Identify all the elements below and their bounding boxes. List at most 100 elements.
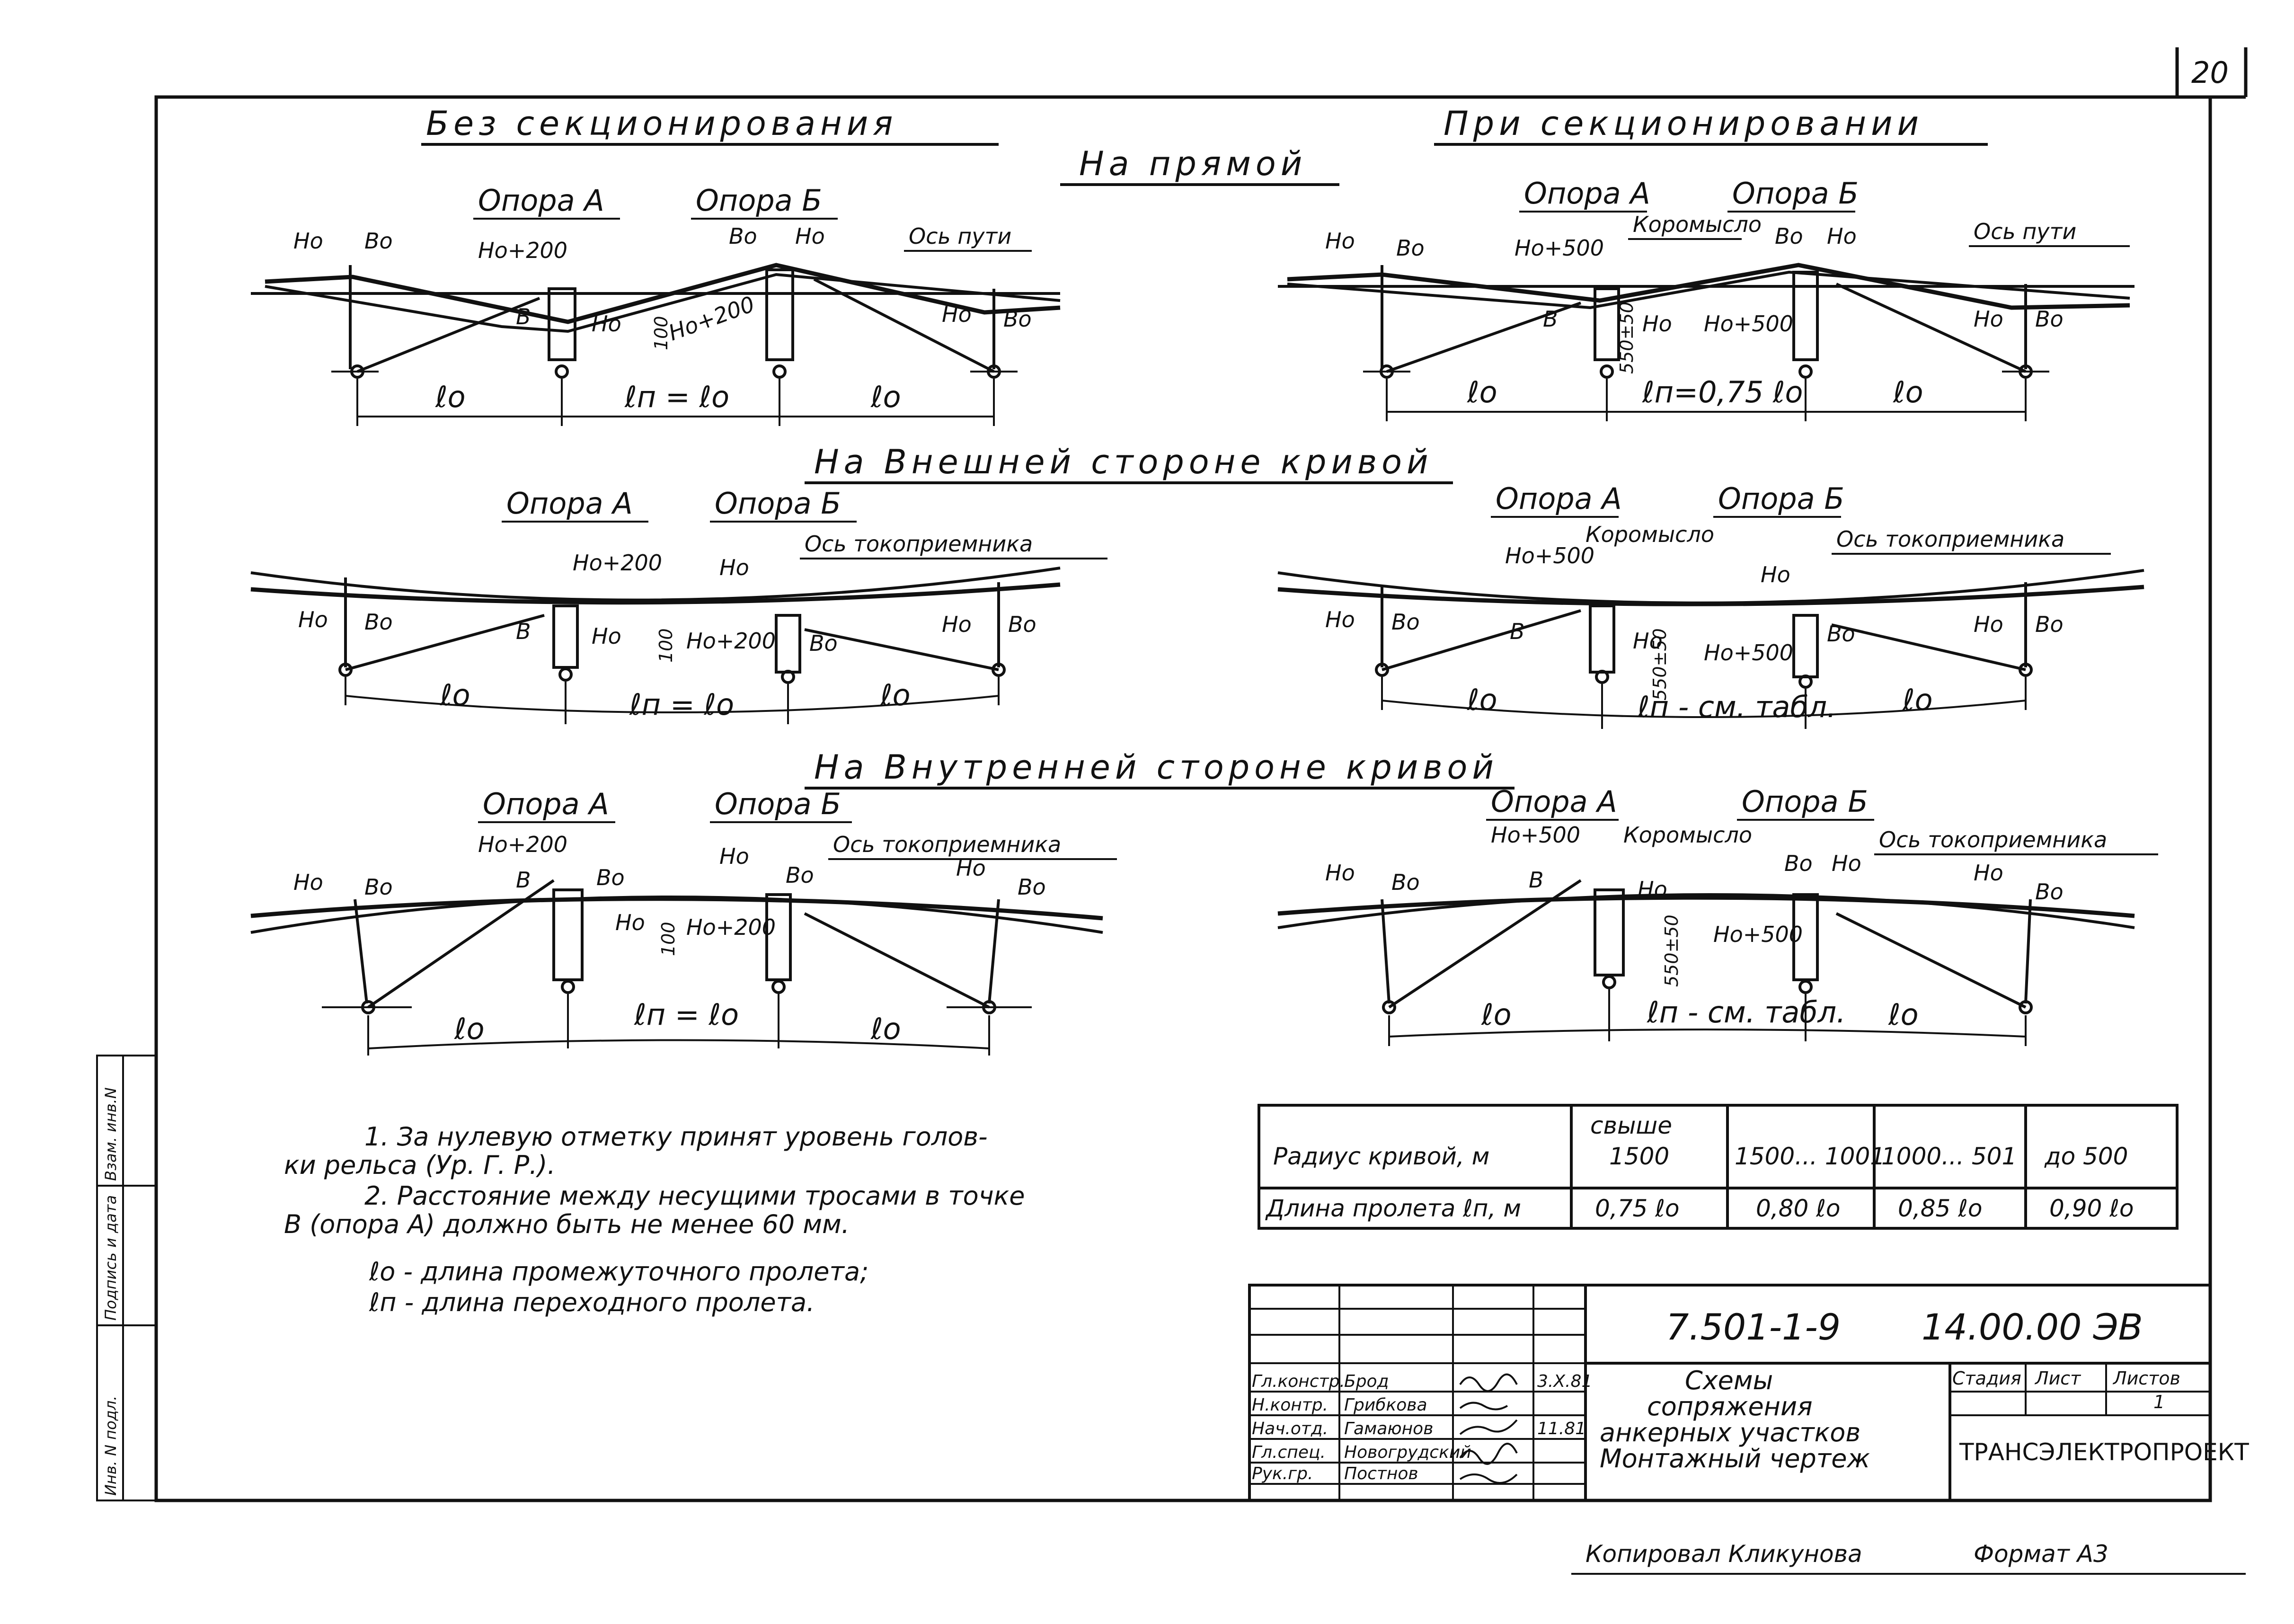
h0-200-label: Но+200	[686, 628, 776, 654]
support-a-label: Опора А	[1496, 481, 1622, 516]
dim-550-label: 550±50	[1661, 914, 1682, 987]
signature-1	[1459, 1373, 1518, 1392]
drawing-code: 7.501-1-9	[1666, 1306, 1841, 1348]
def-l0: ℓо - длина промежуточного пролета;	[369, 1257, 868, 1287]
signature-4	[1459, 1443, 1518, 1465]
h0-label: Но	[592, 623, 621, 649]
h0-200-label: Но+200	[573, 550, 662, 576]
role-1: Гл.констр.	[1252, 1372, 1345, 1391]
table-value-3: 0,85 ℓо	[1898, 1195, 1982, 1222]
support-b-label: Опора Б	[1732, 176, 1859, 211]
name-4: Новогрудский	[1344, 1443, 1471, 1462]
table-header-3: 1000... 501	[1881, 1143, 2017, 1170]
support-a-label: Опора А	[1524, 176, 1650, 211]
paper-format: Формат А3	[1974, 1540, 2108, 1568]
name-1: Брод	[1344, 1372, 1389, 1391]
b0-label: Во	[1008, 612, 1036, 637]
h0-label: Но	[1325, 607, 1355, 632]
role-3: Нач.отд.	[1252, 1419, 1328, 1438]
dim-ln-table: ℓп - см. табл.	[1647, 995, 1846, 1029]
signature-5	[1459, 1473, 1518, 1484]
pantograph-axis-label: Ось токоприемника	[833, 832, 1061, 857]
side-stamp: Инв. N подл. Подпись и дата Взам. инв.N	[96, 1055, 157, 1501]
table-value-1: 0,75 ℓо	[1595, 1195, 1679, 1222]
b0-label: Во	[786, 862, 814, 888]
note-1b: ки рельса (Ур. Г. Р.).	[284, 1150, 556, 1180]
heading-with-sectioning: При секционировании	[1444, 104, 1923, 143]
h0-200-label: Но+200	[686, 914, 776, 940]
b0-label: Во	[2035, 612, 2064, 637]
h0-label: Но	[1974, 612, 2003, 637]
b-label: В	[1529, 867, 1544, 893]
track-axis-label: Ось пути	[1974, 219, 2076, 244]
h0-label: Но	[942, 612, 972, 637]
sheet-number: 20	[2191, 55, 2229, 90]
h0-500-label: Но+500	[1515, 235, 1604, 261]
scheme-outer-curve-with-sectioning: Опора А Опора Б ℓо ℓп - см. табл. ℓо Но …	[1277, 481, 2144, 729]
h0-label: Но	[1761, 562, 1790, 587]
signature-2	[1459, 1402, 1508, 1411]
h0-label: Но	[956, 855, 986, 881]
h0-200-label: Но+200	[478, 832, 567, 857]
h0-label: Но	[1325, 228, 1355, 254]
h0-500-label: Но+500	[1713, 922, 1803, 947]
h0-500-label: Но+500	[1491, 822, 1580, 848]
b0-label: Во	[1827, 621, 1855, 647]
pantograph-axis-label: Ось токоприемника	[1879, 827, 2107, 852]
dim-100-label: 100	[651, 316, 672, 350]
table-value-4: 0,90 ℓо	[2049, 1195, 2134, 1222]
table-header-1a: свыше	[1590, 1112, 1672, 1139]
b-label: В	[1510, 619, 1525, 644]
table-header-4: до 500	[2044, 1143, 2128, 1170]
dim-l0-left: ℓо	[440, 678, 470, 712]
h0-500-label: Но+500	[1505, 543, 1594, 568]
table-header-1b: 1500	[1609, 1143, 1669, 1170]
b-label: В	[516, 867, 531, 893]
h0-200-label: Но+200	[665, 291, 758, 346]
dim-ln-eq-l0: ℓп = ℓо	[634, 997, 739, 1032]
name-3: Гамаюнов	[1344, 1419, 1433, 1438]
dim-l0-right: ℓо	[870, 380, 901, 414]
b0-label: Во	[1391, 609, 1420, 635]
table-value-2: 0,80 ℓо	[1756, 1195, 1840, 1222]
dim-550-label: 550±50	[1616, 302, 1637, 374]
scheme-inner-curve-with-sectioning: Опора А Опора Б ℓо ℓп - см. табл. ℓо Но …	[1277, 784, 2158, 1046]
title-line-4: Монтажный чертеж	[1600, 1444, 1870, 1473]
b0-label: Во	[596, 865, 625, 890]
scheme-outer-curve-no-sectioning: Опора А Опора Б ℓо ℓп = ℓо ℓо Но Во Но+2…	[250, 486, 1107, 724]
b0-label: Во	[1003, 306, 1032, 332]
title-block: 7.501-1-9 14.00.00 ЭВ Схемы сопряжения а…	[1248, 1284, 2249, 1502]
heading-inner-curve: На Внутренней стороне кривой	[814, 748, 1498, 787]
support-a-label: Опора А	[506, 486, 633, 521]
dim-ln-table: ℓп - см. табл.	[1637, 690, 1836, 724]
b-label: В	[516, 304, 531, 329]
signature-3	[1459, 1419, 1518, 1435]
table-header-2: 1500... 1001	[1735, 1143, 1885, 1170]
scheme-inner-curve-no-sectioning: Опора А Опора Б ℓо ℓп = ℓо ℓо Но Во Но+2…	[250, 787, 1117, 1056]
b0-label: Во	[1396, 235, 1425, 261]
dim-l0-right: ℓо	[880, 678, 911, 712]
yoke-label: Коромысло	[1623, 822, 1752, 848]
table-row2-label: Длина пролета ℓп, м	[1265, 1195, 1521, 1222]
drawing-code-suffix: 14.00.00 ЭВ	[1922, 1306, 2143, 1348]
h0-label: Но	[1633, 628, 1663, 654]
title-line-2: сопряжения	[1647, 1392, 1813, 1421]
headings: Без секционирования При секционировании …	[421, 104, 1988, 790]
h0-label: Но	[592, 311, 621, 337]
dim-l0-left: ℓо	[454, 1012, 485, 1046]
h0-label: Но	[1325, 860, 1355, 886]
scheme-straight-with-sectioning: Опора А Опора Б ℓо ℓп=0,75 ℓо ℓо Но Во К…	[1278, 176, 2135, 421]
support-b-label: Опора Б	[715, 486, 841, 521]
support-b-label: Опора Б	[715, 787, 841, 821]
heading-outer-curve: На Внешней стороне кривой	[814, 443, 1433, 481]
notes: 1. За нулевую отметку принят уровень гол…	[284, 1122, 1025, 1317]
name-2: Грибкова	[1344, 1395, 1427, 1415]
dim-550-label: 550±50	[1649, 628, 1670, 701]
support-b-label: Опора Б	[1718, 481, 1844, 516]
note-2a: 2. Расстояние между несущими тросами в т…	[364, 1181, 1025, 1211]
date-1: 3.Х.81	[1537, 1372, 1592, 1391]
b-label: В	[1543, 306, 1558, 332]
b0-label: Во	[364, 609, 393, 635]
support-a-label: Опора А	[1491, 784, 1617, 819]
dim-ln-eq-l0: ℓп = ℓо	[629, 687, 734, 722]
